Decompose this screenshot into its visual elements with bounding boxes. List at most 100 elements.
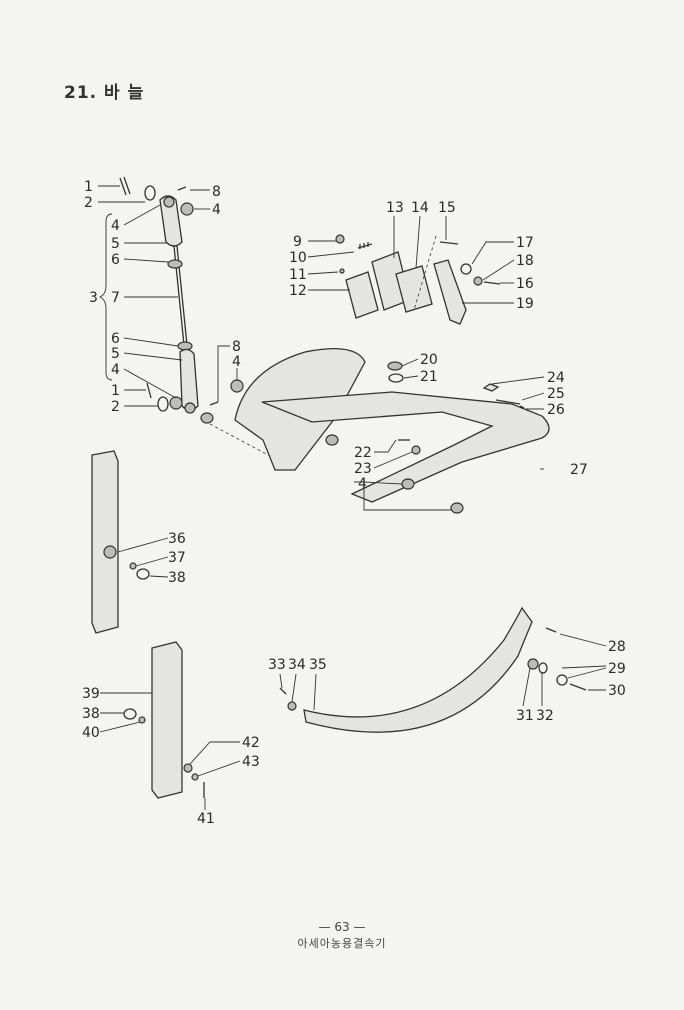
callout-38: 38 [82, 706, 100, 722]
plate-14 [395, 265, 433, 313]
arm-frame-27 [261, 391, 550, 503]
callout-22: 22 [354, 445, 372, 461]
callout-38: 38 [168, 570, 186, 586]
washer-43 [191, 773, 199, 781]
group-bracket-3 [98, 213, 113, 381]
needle-arm-assembly [209, 348, 550, 514]
connecting-rod-assembly [98, 176, 244, 424]
callout-23: 23 [354, 461, 372, 477]
pin-lower [209, 401, 219, 406]
rod-end-eye-upper [163, 196, 175, 208]
needle-plate-assembly [335, 234, 501, 325]
bush-link [200, 412, 214, 424]
callout-4: 4 [111, 362, 120, 378]
callout-3: 3 [89, 290, 98, 306]
callout-15: 15 [438, 200, 456, 216]
callout-24: 24 [547, 370, 565, 386]
washer-42 [183, 763, 193, 773]
guide-plate [91, 450, 119, 634]
lock-nut-lower [177, 341, 193, 351]
leader-lines [98, 185, 607, 810]
callout-41: 41 [197, 811, 215, 827]
nut-9 [335, 234, 345, 244]
callout-21: 21 [420, 369, 438, 385]
guide-plate-36 [91, 450, 150, 634]
callout-39: 39 [82, 686, 100, 702]
lock-nut-upper [167, 259, 183, 269]
callout-8: 8 [212, 184, 221, 200]
callout-12: 12 [289, 283, 307, 299]
callout-2: 2 [84, 195, 93, 211]
bolt-30 [569, 683, 587, 691]
nut-20 [387, 361, 403, 371]
callout-18: 18 [516, 253, 534, 269]
callout-4: 4 [212, 202, 221, 218]
callout-19: 19 [516, 296, 534, 312]
nut-34 [287, 701, 297, 711]
pin-25 [495, 399, 521, 405]
callout-4: 4 [358, 476, 367, 492]
needle-blade [303, 606, 533, 733]
callout-10: 10 [289, 250, 307, 266]
page-number: — 63 — [318, 920, 366, 934]
callout-13: 13 [386, 200, 404, 216]
rod-end-upper [159, 195, 183, 247]
callout-6: 6 [111, 331, 120, 347]
callout-43: 43 [242, 754, 260, 770]
book-name: 아세아농용결속기 [297, 937, 387, 950]
callout-9: 9 [293, 234, 302, 250]
washer-18 [473, 276, 483, 286]
callout-4: 4 [232, 354, 241, 370]
bolt-15 [439, 241, 459, 245]
needle-35 [279, 606, 587, 733]
pin-33 [279, 687, 287, 695]
callout-5: 5 [111, 236, 120, 252]
bracket-19 [433, 259, 467, 325]
callout-35: 35 [309, 657, 327, 673]
callout-31: 31 [516, 708, 534, 724]
callout-27: 27 [570, 462, 588, 478]
callout-14: 14 [411, 200, 429, 216]
pin-upper [177, 186, 187, 191]
callout-6: 6 [111, 252, 120, 268]
bolt-10 [357, 242, 373, 249]
callout-26: 26 [547, 402, 565, 418]
callout-5: 5 [111, 346, 120, 362]
page-title: 21. 바 늘 [64, 83, 145, 103]
collar-24 [482, 383, 500, 392]
washer-38b [123, 708, 137, 720]
guide-plate-39 [123, 641, 205, 799]
washer-31 [527, 658, 539, 670]
washer-38a [136, 568, 150, 580]
cotter-pin-upper [119, 177, 127, 196]
washer-lower [157, 396, 169, 412]
callout-42: 42 [242, 735, 260, 751]
callout-40: 40 [82, 725, 100, 741]
callout-4: 4 [111, 218, 120, 234]
washer-23 [411, 445, 421, 455]
callout-2: 2 [111, 399, 120, 415]
callout-33: 33 [268, 657, 286, 673]
callout-32: 32 [536, 708, 554, 724]
cotter-pin-lower [146, 382, 152, 399]
callout-20: 20 [420, 352, 438, 368]
callout-34: 34 [288, 657, 306, 673]
bush-4f [450, 502, 464, 514]
bolt-16 [483, 281, 501, 285]
callout-16: 16 [516, 276, 534, 292]
washer-37 [129, 562, 137, 570]
callout-1: 1 [111, 383, 120, 399]
callout-8: 8 [232, 339, 241, 355]
washer-11 [339, 268, 345, 274]
rod-end-lower [179, 348, 199, 411]
callout-1: 1 [84, 179, 93, 195]
washer-17 [460, 263, 472, 275]
callout-11: 11 [289, 267, 307, 283]
callout-25: 25 [547, 386, 565, 402]
pin-28 [545, 627, 557, 633]
callout-30: 30 [608, 683, 626, 699]
bush-4g [325, 434, 339, 446]
callout-37: 37 [168, 550, 186, 566]
